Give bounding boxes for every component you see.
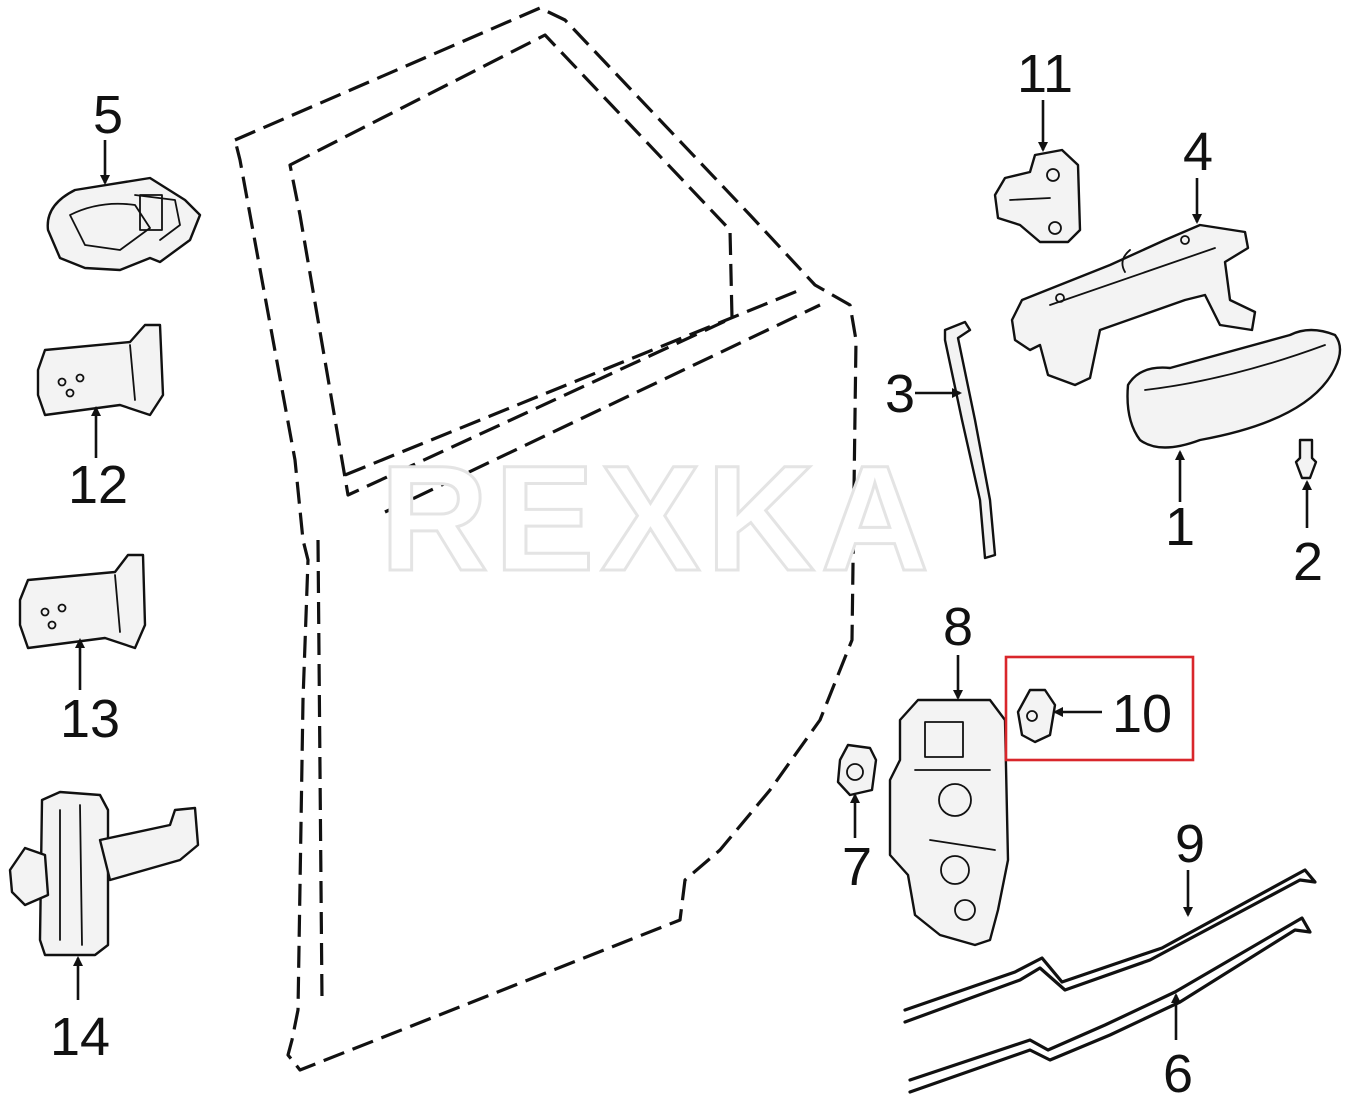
callout-2: 2 bbox=[1293, 532, 1323, 592]
lower-hinge-part[interactable] bbox=[18, 553, 147, 650]
door-latch-part[interactable] bbox=[888, 698, 1010, 947]
callout-11: 11 bbox=[1017, 44, 1073, 104]
callout-5: 5 bbox=[93, 85, 123, 145]
callout-6: 6 bbox=[1163, 1044, 1193, 1100]
striker-part[interactable] bbox=[993, 148, 1082, 244]
release-cable-part[interactable] bbox=[908, 916, 1312, 1094]
screw-part[interactable] bbox=[1294, 438, 1318, 480]
leader-arrows bbox=[73, 100, 1312, 1040]
callout-1: 1 bbox=[1165, 497, 1195, 557]
highlight-box bbox=[1004, 655, 1195, 762]
door-outline bbox=[233, 6, 858, 1072]
callout-9: 9 bbox=[1175, 814, 1205, 874]
callout-3: 3 bbox=[885, 364, 915, 424]
callout-4: 4 bbox=[1183, 122, 1213, 182]
lock-cable-part[interactable] bbox=[903, 868, 1317, 1024]
callout-labels: 5 12 13 14 11 4 3 1 2 8 7 10 9 6 bbox=[50, 44, 1323, 1100]
callout-10: 10 bbox=[1112, 684, 1172, 744]
callout-14: 14 bbox=[50, 1007, 110, 1067]
inside-handle-part[interactable] bbox=[46, 176, 202, 272]
outside-handle-part[interactable] bbox=[1126, 328, 1342, 449]
rod-part[interactable] bbox=[943, 320, 997, 560]
bumper-part[interactable] bbox=[836, 743, 878, 797]
handle-bracket-part[interactable] bbox=[1010, 223, 1257, 387]
callout-12: 12 bbox=[68, 455, 128, 515]
upper-hinge-part[interactable] bbox=[36, 323, 165, 417]
door-check-part[interactable] bbox=[8, 790, 200, 957]
watermark-text: REXKA bbox=[380, 434, 935, 602]
callout-7: 7 bbox=[842, 837, 872, 897]
clip-part-highlighted[interactable] bbox=[1016, 688, 1057, 744]
callout-13: 13 bbox=[60, 689, 120, 749]
callout-8: 8 bbox=[943, 597, 973, 657]
